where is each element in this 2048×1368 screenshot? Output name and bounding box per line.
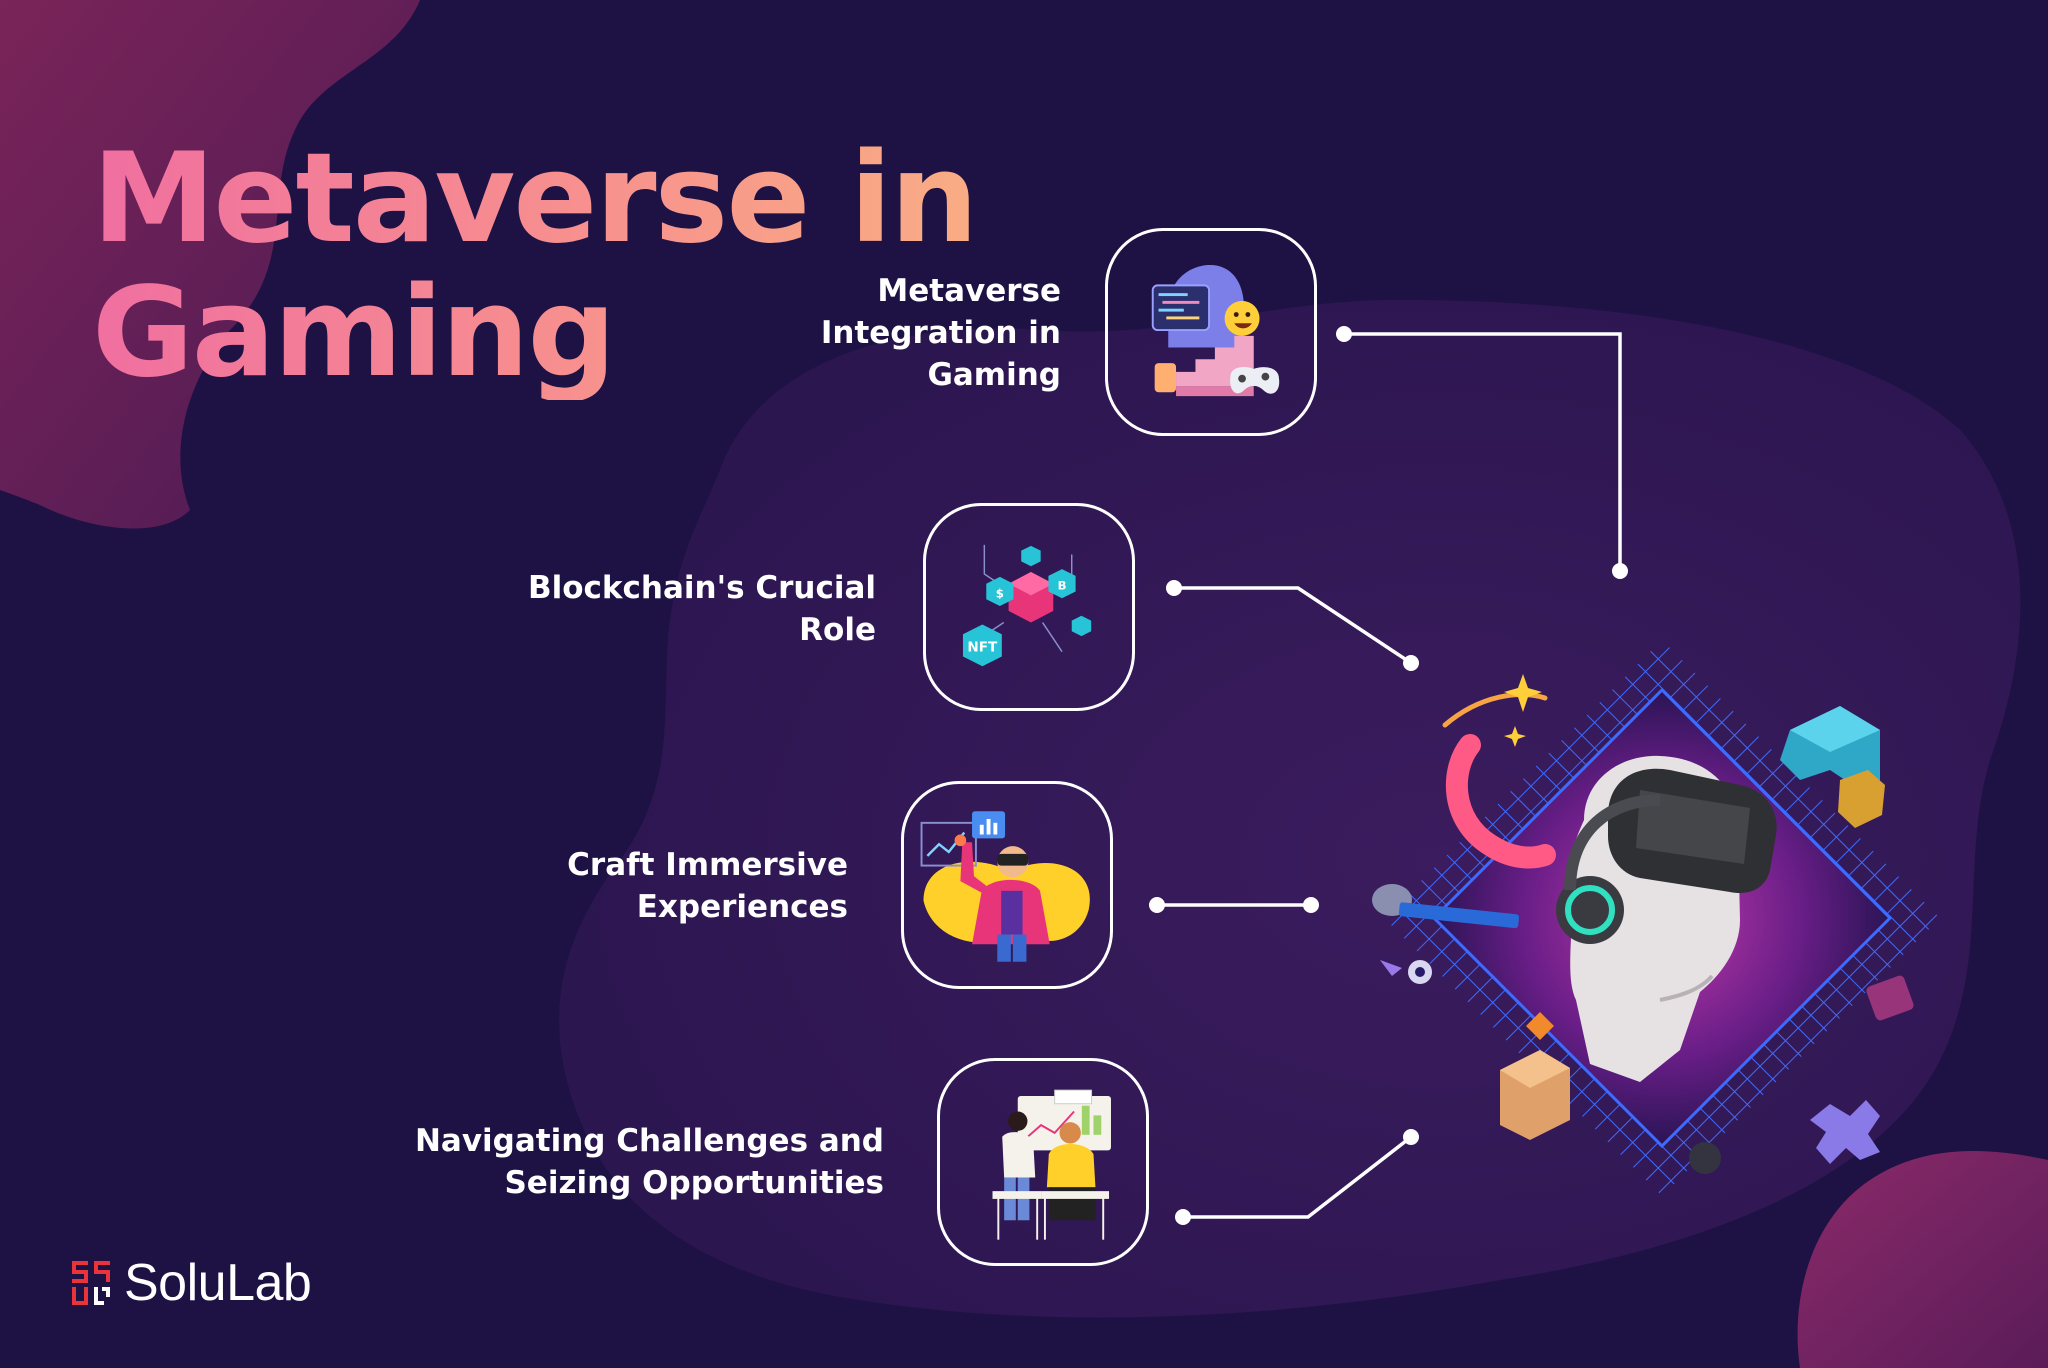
svg-text:B: B [1058,579,1067,593]
item-label-blockchain-role: Blockchain's Crucial Role [528,570,876,648]
connector-dot [1336,326,1352,342]
brand-logo: SoluLab [72,1254,312,1312]
connector-dot [1303,897,1319,913]
connector-dot [1612,563,1628,579]
brand-name: SoluLab [124,1254,312,1312]
connector-dot [1403,655,1419,671]
connector-dot [1403,1129,1419,1145]
card-blockchain-role: NFT $ B [923,503,1135,711]
connector-1 [1344,332,1622,571]
card-immersive-experiences [901,781,1113,989]
connector-dot [1175,1209,1191,1225]
item-label-challenges-opportunities: Navigating Challenges and Seizing Opport… [414,1123,884,1201]
connector-4 [1183,1135,1413,1219]
connector-dot [1166,580,1182,596]
item-label-immersive-experiences: Craft Immersive Experiences [567,847,848,925]
card-metaverse-integration [1105,228,1317,436]
blockchain-nft-cubes-icon: NFT $ B [962,544,1092,667]
vr-headset-head-icon [1372,640,1940,1196]
svg-text:NFT: NFT [967,640,998,656]
solulab-logo-icon [72,1261,110,1305]
connector-2 [1174,586,1412,665]
game-controller-stairs-icon [1151,264,1280,397]
item-label-metaverse-integration: Metaverse Integration in Gaming [820,273,1061,393]
vr-user-icon [920,811,1090,962]
svg-text:$: $ [996,586,1004,600]
card-challenges-opportunities [937,1058,1149,1266]
connector-dot [1149,897,1165,913]
team-desk-icon [992,1089,1111,1240]
